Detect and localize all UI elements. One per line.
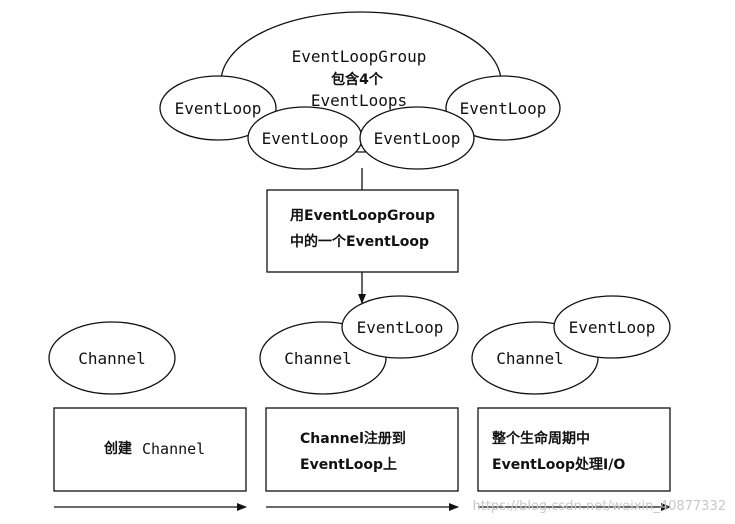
step-2-box	[265, 407, 459, 492]
eventloop-group-contains-label: 包含4个	[331, 71, 384, 88]
step-2: Channel EventLoop Channel注册到 EventLoop上	[259, 295, 459, 511]
step-2-box-line1: Channel注册到	[300, 430, 406, 447]
step-1-box-line2: Channel	[142, 440, 205, 458]
eventloop-group-eventloops-label: EventLoops	[311, 91, 407, 110]
group-eventloop-4: EventLoop	[445, 75, 561, 141]
step-3-box	[477, 407, 671, 492]
step-2-channel-label: Channel	[284, 349, 351, 368]
step-3-channel-label: Channel	[496, 349, 563, 368]
step-3-box-line2: EventLoop处理I/O	[492, 456, 625, 473]
step-2-eventloop-label: EventLoop	[357, 318, 444, 337]
step-3-box-line1: 整个生命周期中	[491, 430, 590, 447]
group-eventloop-4-label: EventLoop	[460, 99, 547, 118]
group-eventloop-2-label: EventLoop	[262, 129, 349, 148]
watermark-text: https://blog.csdn.net/weixin_40877332	[472, 499, 726, 514]
assign-eventloop-box: 用EventLoopGroup 中的一个EventLoop	[266, 189, 459, 273]
group-eventloop-3: EventLoop	[359, 106, 475, 170]
step-3-eventloop-label: EventLoop	[569, 318, 656, 337]
assign-box-line1: 用EventLoopGroup	[290, 208, 435, 224]
assign-box-line2: 中的一个EventLoop	[290, 233, 429, 250]
eventloop-group-title: EventLoopGroup	[292, 47, 427, 66]
eventloop-group: EventLoopGroup 包含4个 EventLoops EventLoop…	[159, 11, 561, 170]
group-eventloop-3-label: EventLoop	[374, 129, 461, 148]
step-2-eventloop-ellipse	[341, 295, 459, 359]
group-eventloop-1-label: EventLoop	[175, 99, 262, 118]
step-1-box-line1: 创建	[103, 440, 132, 457]
step-2-box-line2: EventLoop上	[300, 457, 397, 473]
group-eventloop-1: EventLoop	[159, 75, 277, 141]
step-3: Channel EventLoop 整个生命周期中 EventLoop处理I/O	[471, 295, 671, 511]
step-3-eventloop-ellipse	[553, 295, 671, 359]
step-1-channel-ellipse	[48, 321, 176, 395]
step-1: Channel 创建 Channel	[48, 321, 247, 511]
step-1-box	[53, 407, 247, 492]
group-eventloop-2: EventLoop	[247, 106, 363, 170]
step-1-channel-label: Channel	[78, 349, 145, 368]
